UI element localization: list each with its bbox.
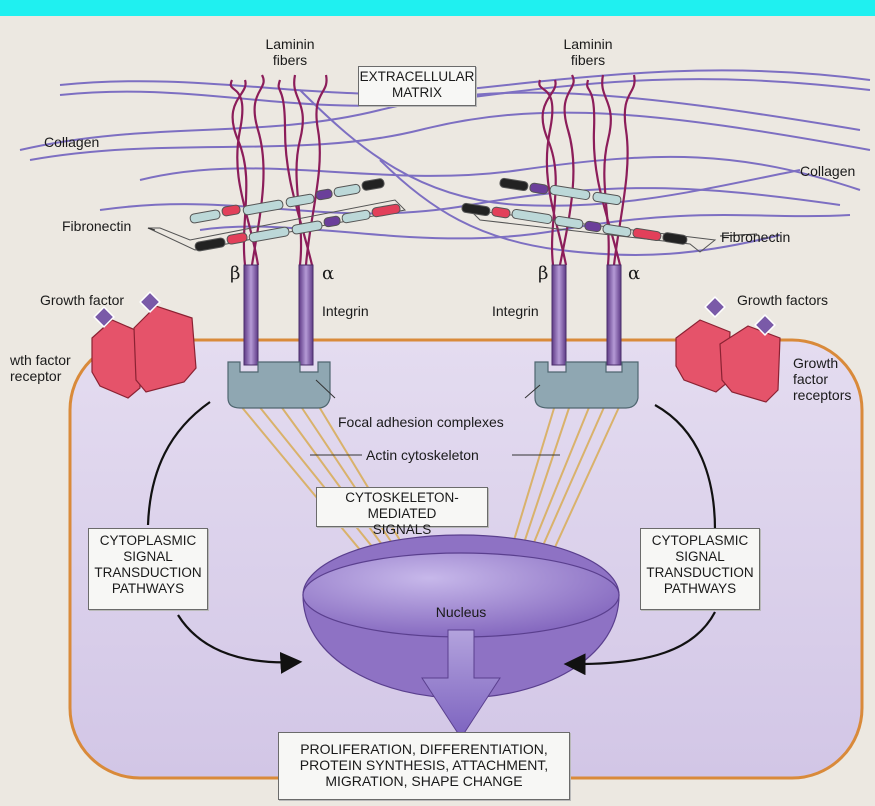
fibronectin-label-right: Fibronectin (721, 229, 790, 245)
fibronectin-left (148, 178, 405, 251)
cytoplasmic-pathways-left: CYTOPLASMIC SIGNAL TRANSDUCTION PATHWAYS (88, 528, 208, 610)
alpha-label-right: α (628, 266, 640, 282)
fibronectin-label-left: Fibronectin (62, 218, 131, 234)
collagen-label-left: Collagen (44, 134, 99, 150)
alpha-label-left: α (322, 266, 334, 282)
cytoskeleton-signals-label: CYTOSKELETON-MEDIATED SIGNALS (316, 487, 488, 527)
integrin-label-left: Integrin (322, 303, 369, 319)
beta-label-left: β (230, 266, 240, 282)
focal-adhesion-label: Focal adhesion complexes (338, 414, 504, 430)
laminin-label-right: Laminin fibers (553, 36, 623, 68)
cytoplasmic-pathways-right: CYTOPLASMIC SIGNAL TRANSDUCTION PATHWAYS (640, 528, 760, 610)
beta-label-right: β (538, 266, 548, 282)
growth-factors-label: Growth factors (737, 292, 828, 308)
collagen-label-right: Collagen (800, 163, 855, 179)
integrin-label-right: Integrin (492, 303, 539, 319)
extracellular-matrix-label: EXTRACELLULAR MATRIX (358, 66, 476, 106)
growth-factor-receptors-label: Growth factor receptors (793, 355, 875, 403)
growth-factor-label: Growth factor (40, 292, 124, 308)
actin-cytoskeleton-label: Actin cytoskeleton (366, 447, 479, 463)
nucleus-label: Nucleus (421, 604, 501, 620)
laminin-label-left: Laminin fibers (255, 36, 325, 68)
growth-factor-receptor-label: wth factor receptor (10, 352, 71, 384)
outcomes-label: PROLIFERATION, DIFFERENTIATION, PROTEIN … (278, 732, 570, 800)
